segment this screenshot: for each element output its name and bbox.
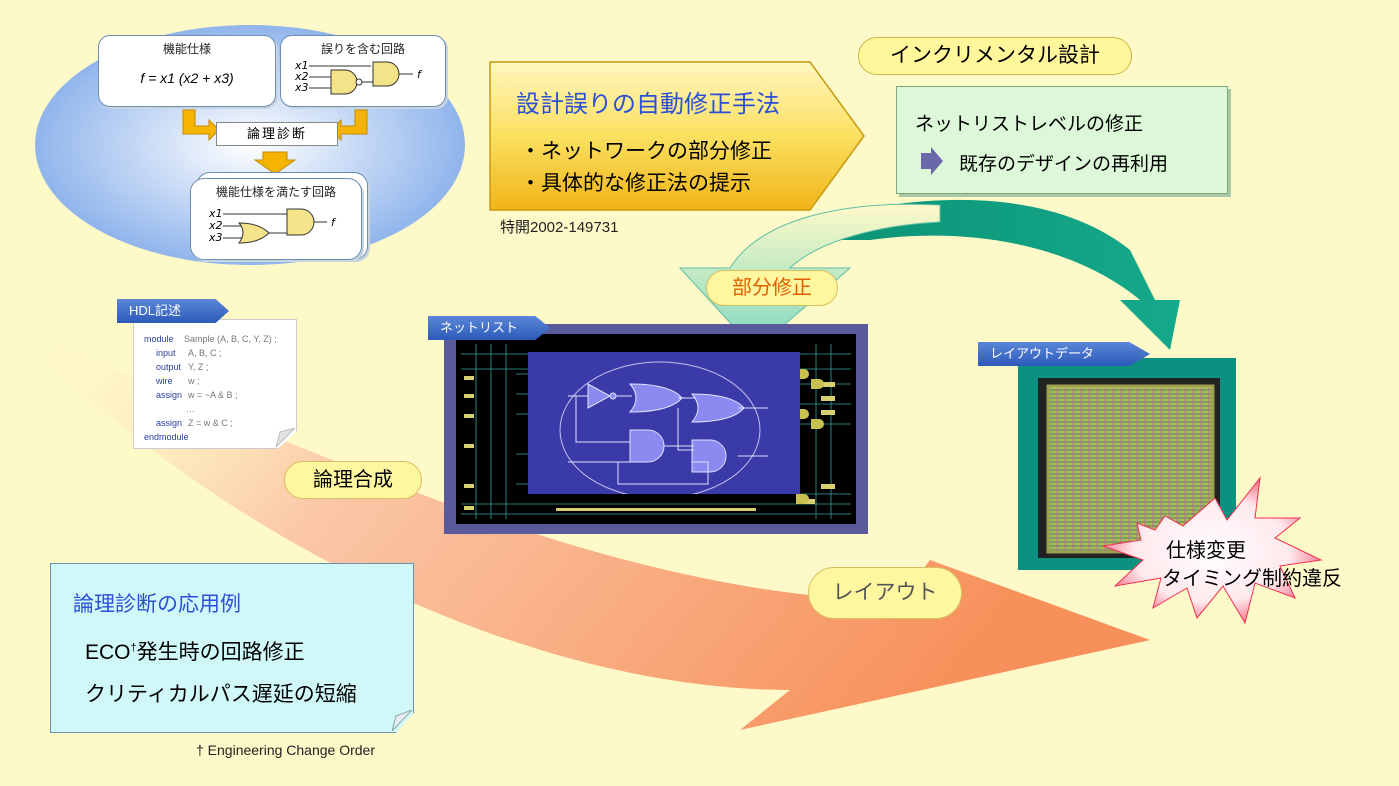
starburst-line-1: 仕様変更 [1166,540,1246,562]
hdl-statement: Sample (A, B, C, Y, Z) ; [184,334,277,344]
applications-item-1: ECO†発生時の回路修正 [85,636,305,666]
faulty-circuit-schematic: x1 x2 x3 f [294,59,423,95]
hdl-code-line: assign w = ~A & B ; [144,388,277,402]
hdl-code-card: module Sample (A, B, C, Y, Z) ; input A, B,… [133,319,297,449]
eco-label: ECO [85,641,131,664]
applications-item-2: クリティカルパス遅延の短縮 [85,683,357,706]
netlist-zoom-gates [528,352,800,494]
hdl-code-line: assign Z = w & C ; [144,416,277,430]
page-curl-2 [392,710,413,732]
hdl-statement: … [186,404,195,414]
incremental-design-pill: インクリメンタル設計 [858,37,1132,75]
diagnosis-label: 論理診断 [216,122,338,146]
starburst [1102,476,1323,625]
method-bullet-2: ・具体的な修正法の提示 [520,172,751,195]
hdl-statement: w = ~A & B ; [188,390,238,400]
hdl-code: module Sample (A, B, C, Y, Z) ; input A, B,… [144,332,277,444]
applications-title: 論理診断の応用例 [73,593,241,616]
page-curl [276,428,296,448]
spec-box: 機能仕様 f = x1 (x2 + x3) [98,35,276,107]
incremental-line-1: ネットリストレベルの修正 [915,114,1144,135]
svg-text:f: f [331,216,337,229]
hdl-code-line: input A, B, C ; [144,346,277,360]
netlist-panel [444,324,868,534]
method-bullet-1: ・ネットワークの部分修正 [520,140,772,163]
hdl-tab: HDL記述 [117,299,229,323]
svg-text:x1: x1 [208,207,223,220]
hdl-keyword: module [144,334,174,344]
svg-text:x2: x2 [208,219,223,232]
svg-text:x3: x3 [294,81,309,94]
hdl-keyword: assign [156,390,183,400]
hdl-statement: A, B, C ; [188,348,222,358]
diagnosis-arrows [182,109,368,175]
layout-data-tab: レイアウトデータ [978,342,1150,366]
hdl-keyword: wire [156,376,173,386]
fixed-circuit-schematic: x1 x2 x3 f [208,207,337,244]
method-callout-shape [489,61,865,211]
applications-box: 論理診断の応用例 ECO†発生時の回路修正 クリティカルパス遅延の短縮 [50,563,414,733]
footnote: † Engineering Change Order [196,742,376,758]
spec-formula: f = x1 (x2 + x3) [140,70,234,86]
hdl-code-line: output Y, Z ; [144,360,277,374]
faulty-circuit-box: 誤りを含む回路 x1 x2 x3 f [280,35,446,107]
layout-flow-arrow [30,335,1150,730]
synthesis-label: 論理合成 [284,461,422,499]
spec-box-title: 機能仕様 [162,42,211,56]
fixed-box-title: 機能仕様を満たす回路 [215,185,336,199]
dagger-mark: † [130,642,137,654]
svg-text:x2: x2 [294,70,309,83]
hdl-code-line: module Sample (A, B, C, Y, Z) ; [144,332,277,346]
hdl-code-line: endmodule [144,430,277,444]
hdl-keyword: assign [156,418,183,428]
partial-fix-label: 部分修正 [706,270,838,306]
svg-text:x3: x3 [208,231,223,244]
item-1-text: 発生時の回路修正 [136,641,305,664]
fixed-circuit-box: 機能仕様を満たす回路 x1 x2 x3 f [190,178,362,260]
hdl-code-line: … [144,402,277,416]
svg-text:f: f [417,68,423,81]
hdl-keyword: endmodule [144,432,189,442]
right-arrow-icon [921,147,943,175]
svg-text:x1: x1 [294,59,309,72]
hdl-statement: Z = w & C ; [188,418,233,428]
patent-number: 特開2002-149731 [500,219,619,236]
hdl-code-line: wire w ; [144,374,277,388]
incremental-arrow [760,199,1180,350]
hdl-statement: Y, Z ; [188,362,209,372]
method-title: 設計誤りの自動修正手法 [516,91,780,118]
netlist-tab: ネットリスト [428,316,550,340]
hdl-keyword: input [156,348,176,358]
incremental-box: ネットリストレベルの修正 既存のデザインの再利用 [896,86,1228,194]
layout-label: レイアウト [808,567,962,619]
hdl-keyword: output [156,362,182,372]
incremental-line-2: 既存のデザインの再利用 [959,154,1169,175]
hdl-statement: w ; [188,376,200,386]
faulty-box-title: 誤りを含む回路 [320,42,405,56]
starburst-line-2: タイミング制約違反 [1162,568,1342,590]
